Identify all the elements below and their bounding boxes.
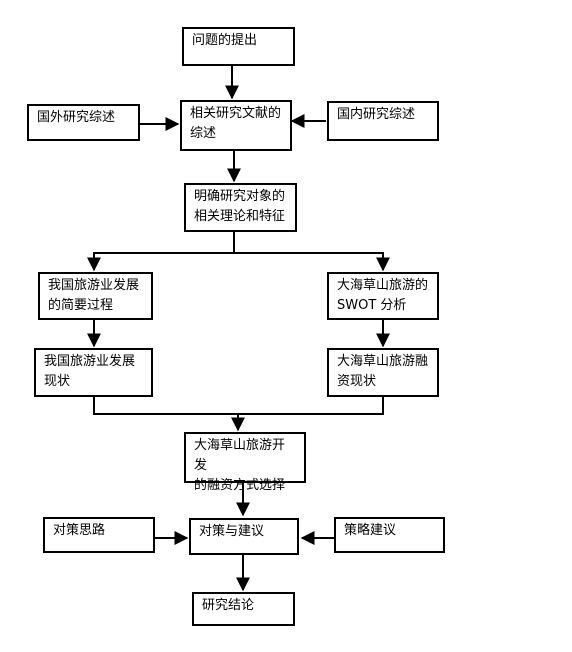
node-financing-choice: 大海草山旅游开发 的融资方式选择: [184, 432, 306, 493]
node-strategy-advice: 策略建议: [334, 517, 445, 553]
node-clarify-object: 明确研究对象的 相关理论和特征: [184, 183, 297, 232]
node-tourism-history: 我国旅游业发展 的简要过程: [38, 272, 153, 320]
node-swot: 大海草山旅游的 SWOT 分析: [327, 272, 439, 320]
node-domestic-review: 国内研究综述: [327, 101, 439, 141]
node-conclusion: 研究结论: [192, 592, 295, 626]
node-tourism-status: 我国旅游业发展 现状: [34, 348, 153, 397]
node-strategy-thinking: 对策思路: [43, 517, 155, 553]
node-problem: 问题的提出: [182, 27, 295, 66]
node-literature-review: 相关研究文献的 综述: [180, 100, 292, 151]
node-financing-status: 大海草山旅游融 资现状: [327, 348, 439, 397]
split-line-clarify-right: [234, 252, 390, 272]
node-foreign-review: 国外研究综述: [27, 104, 140, 141]
node-countermeasures: 对策与建议: [189, 518, 299, 555]
split-line-clarify: [87, 232, 235, 272]
merge-line: [93, 397, 384, 415]
